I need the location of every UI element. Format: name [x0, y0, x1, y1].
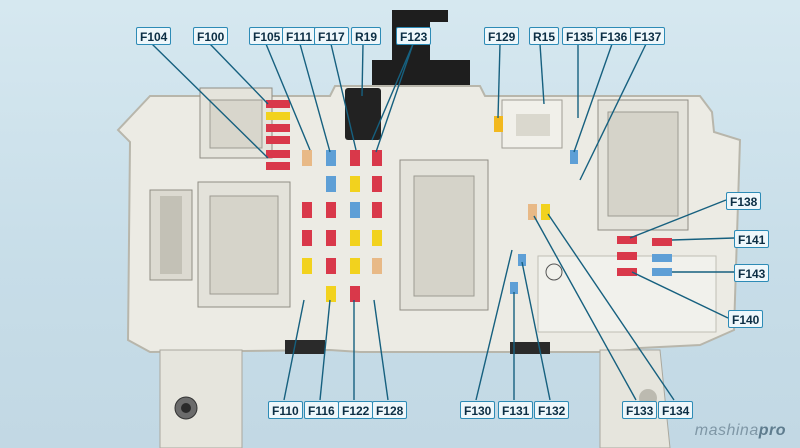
fuse-grid-center: [302, 150, 382, 302]
relay-r19: [345, 88, 381, 140]
label-f122: F122: [338, 401, 374, 419]
fuse: [350, 150, 360, 166]
label-f100: F100: [193, 27, 229, 45]
label-f130: F130: [460, 401, 496, 419]
fuse-strip-right: [617, 236, 672, 276]
fuse: [326, 202, 336, 218]
label-f105: F105: [249, 27, 285, 45]
fuse: [350, 230, 360, 246]
fuse: [652, 238, 672, 246]
fuse: [494, 116, 503, 132]
label-f140: F140: [728, 310, 764, 328]
fuse: [350, 176, 360, 192]
label-r15: R15: [529, 27, 560, 45]
fuse: [350, 202, 360, 218]
label-f110: F110: [268, 401, 303, 419]
fuse: [266, 100, 290, 108]
label-f116: F116: [304, 401, 339, 419]
label-f111: F111: [282, 27, 317, 45]
fuse: [652, 268, 672, 276]
label-f104: F104: [136, 27, 172, 45]
fuse: [302, 202, 312, 218]
label-f132: F132: [534, 401, 570, 419]
fuse: [510, 282, 518, 294]
fuse: [326, 286, 336, 302]
fuse: [266, 112, 290, 120]
fuse: [617, 268, 637, 276]
fuse: [266, 136, 290, 144]
label-f138: F138: [726, 192, 762, 210]
fuse: [266, 150, 290, 158]
label-f129: F129: [484, 27, 520, 45]
label-f136: F136: [596, 27, 632, 45]
fuse: [617, 252, 637, 260]
label-f128: F128: [372, 401, 408, 419]
fuse: [302, 230, 312, 246]
fuse: [266, 162, 290, 170]
fuse: [302, 150, 312, 166]
fuse: [350, 258, 360, 274]
fuse: [652, 254, 672, 262]
fuse: [326, 230, 336, 246]
fuse: [518, 254, 526, 266]
fuse: [528, 204, 537, 220]
fuse: [372, 176, 382, 192]
fuse: [326, 176, 336, 192]
label-sticker: [537, 255, 717, 333]
leader-lines: [151, 43, 735, 401]
label-f137: F137: [630, 27, 666, 45]
fuse: [541, 204, 550, 220]
label-f134: F134: [658, 401, 694, 419]
label-f141: F141: [734, 230, 770, 248]
fuse: [266, 124, 290, 132]
label-r19: R19: [351, 27, 382, 45]
label-f131: F131: [498, 401, 534, 419]
fuse: [350, 286, 360, 302]
label-f143: F143: [734, 264, 770, 282]
fuse-strip-top-left: [266, 100, 290, 170]
lower-bracket: [159, 349, 243, 448]
label-f135: F135: [562, 27, 598, 45]
fuse: [372, 150, 382, 166]
fuse: [617, 236, 637, 244]
fuse: [570, 150, 578, 164]
watermark-logo: mashinapro: [694, 422, 786, 439]
label-f123: F123: [396, 27, 432, 45]
label-f133: F133: [622, 401, 658, 419]
fuse: [326, 258, 336, 274]
fuse: [302, 258, 312, 274]
fuse: [372, 258, 382, 274]
fuse: [326, 150, 336, 166]
fuse: [372, 230, 382, 246]
mounting-bracket: [372, 10, 470, 90]
fuse: [372, 202, 382, 218]
label-f117: F117: [314, 27, 349, 45]
